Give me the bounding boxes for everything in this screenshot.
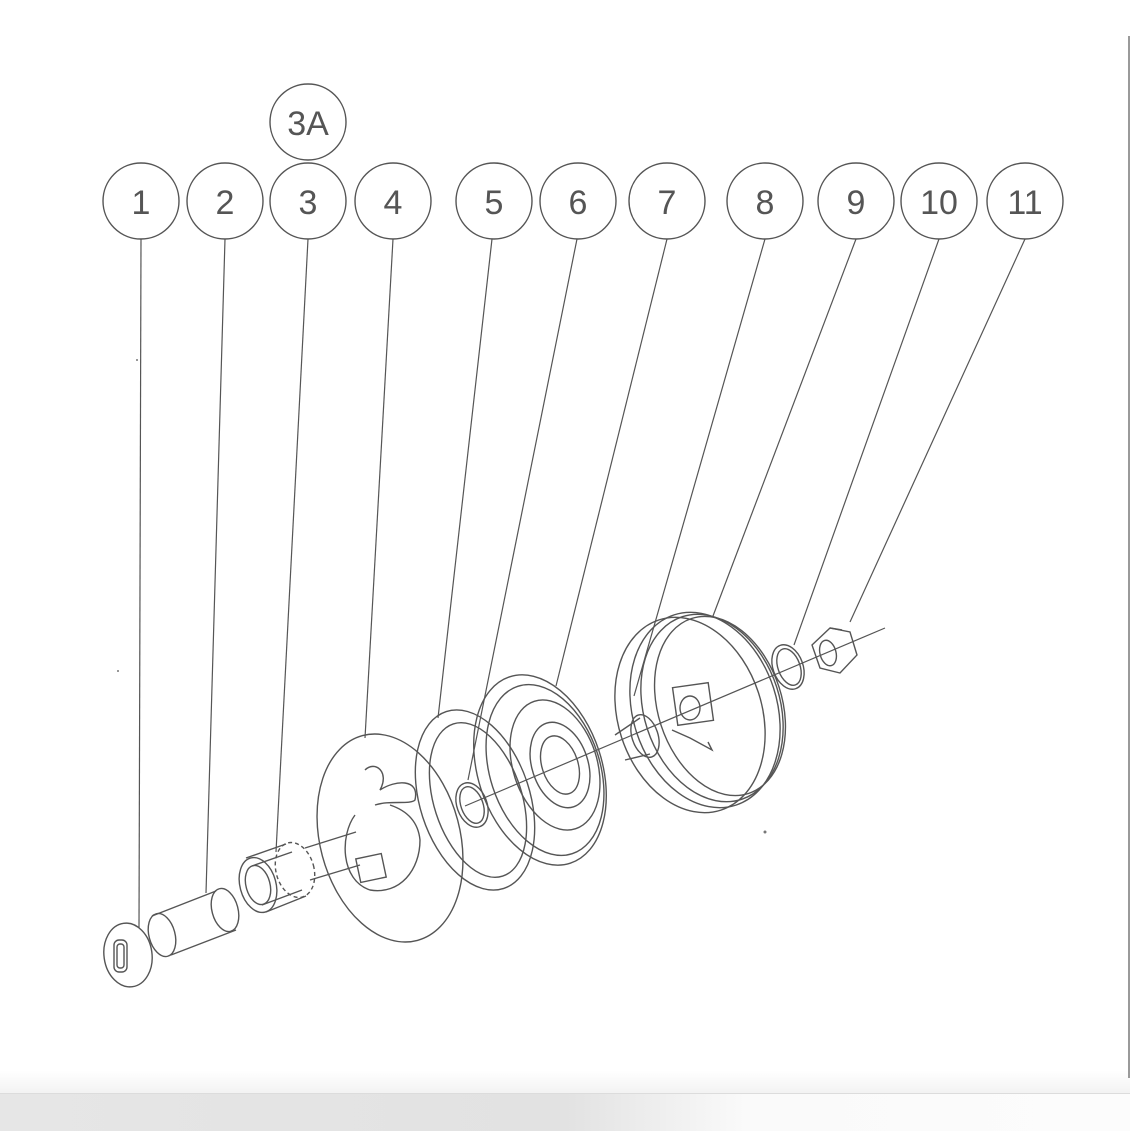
- scan-speck: [117, 670, 119, 672]
- balloon-label: 9: [847, 184, 866, 222]
- leader-9: [712, 238, 857, 617]
- balloon-3A[interactable]: 3A: [269, 83, 347, 161]
- balloon-8[interactable]: 8: [726, 162, 804, 240]
- balloon-7[interactable]: 7: [628, 162, 706, 240]
- part-7-spring-disc[interactable]: [451, 658, 629, 883]
- leader-11: [849, 238, 1026, 623]
- balloon-10[interactable]: 10: [900, 162, 978, 240]
- leader-2: [205, 238, 226, 894]
- balloon-1[interactable]: 1: [102, 162, 180, 240]
- balloon-4[interactable]: 4: [354, 162, 432, 240]
- balloon-label: 5: [485, 184, 504, 222]
- balloon-label: 3: [299, 184, 318, 222]
- balloon-label: 2: [216, 184, 235, 222]
- balloon-label: 11: [1007, 184, 1042, 222]
- axis-line: [464, 627, 886, 807]
- balloon-2[interactable]: 2: [186, 162, 264, 240]
- part-4-drive-plate[interactable]: [295, 717, 485, 958]
- scan-speck: [763, 830, 767, 834]
- balloon-3[interactable]: 3: [269, 162, 347, 240]
- part-3-spur-gear[interactable]: [233, 838, 320, 917]
- balloon-label: 3A: [287, 105, 329, 143]
- balloon-label: 1: [132, 184, 151, 222]
- page-right-border: [1128, 36, 1130, 1078]
- balloon-11[interactable]: 11: [986, 162, 1064, 240]
- part-5-ring-disc[interactable]: [394, 695, 556, 906]
- leader-lines: [138, 238, 1026, 929]
- leader-1: [138, 238, 142, 929]
- part-9-hub-shaft[interactable]: [614, 711, 664, 761]
- leader-6: [467, 238, 578, 781]
- page-bottom-shadow: [0, 1070, 1130, 1094]
- part-10-washer[interactable]: [766, 640, 810, 693]
- leader-10: [793, 238, 940, 646]
- part-1-slotted-washer[interactable]: [100, 920, 156, 990]
- part-11-hex-nut[interactable]: [811, 627, 858, 674]
- part-6-o-ring[interactable]: [450, 778, 494, 831]
- part-2-sleeve-bushing[interactable]: [144, 885, 244, 959]
- balloon-9[interactable]: 9: [817, 162, 895, 240]
- balloon-label: 4: [384, 184, 403, 222]
- part-8-pulley-wheel[interactable]: [591, 593, 808, 833]
- balloon-label: 7: [658, 184, 677, 222]
- leader-5: [437, 238, 493, 719]
- balloon-5[interactable]: 5: [455, 162, 533, 240]
- balloon-6[interactable]: 6: [539, 162, 617, 240]
- scan-speck: [136, 359, 138, 361]
- leader-4: [364, 238, 394, 739]
- leader-8: [633, 238, 766, 697]
- viewer-bottom-bar: [0, 1093, 1130, 1131]
- balloon-label: 10: [920, 184, 958, 222]
- balloon-label: 8: [756, 184, 775, 222]
- leader-7: [555, 238, 668, 687]
- leader-3: [275, 238, 309, 853]
- balloon-label: 6: [569, 184, 588, 222]
